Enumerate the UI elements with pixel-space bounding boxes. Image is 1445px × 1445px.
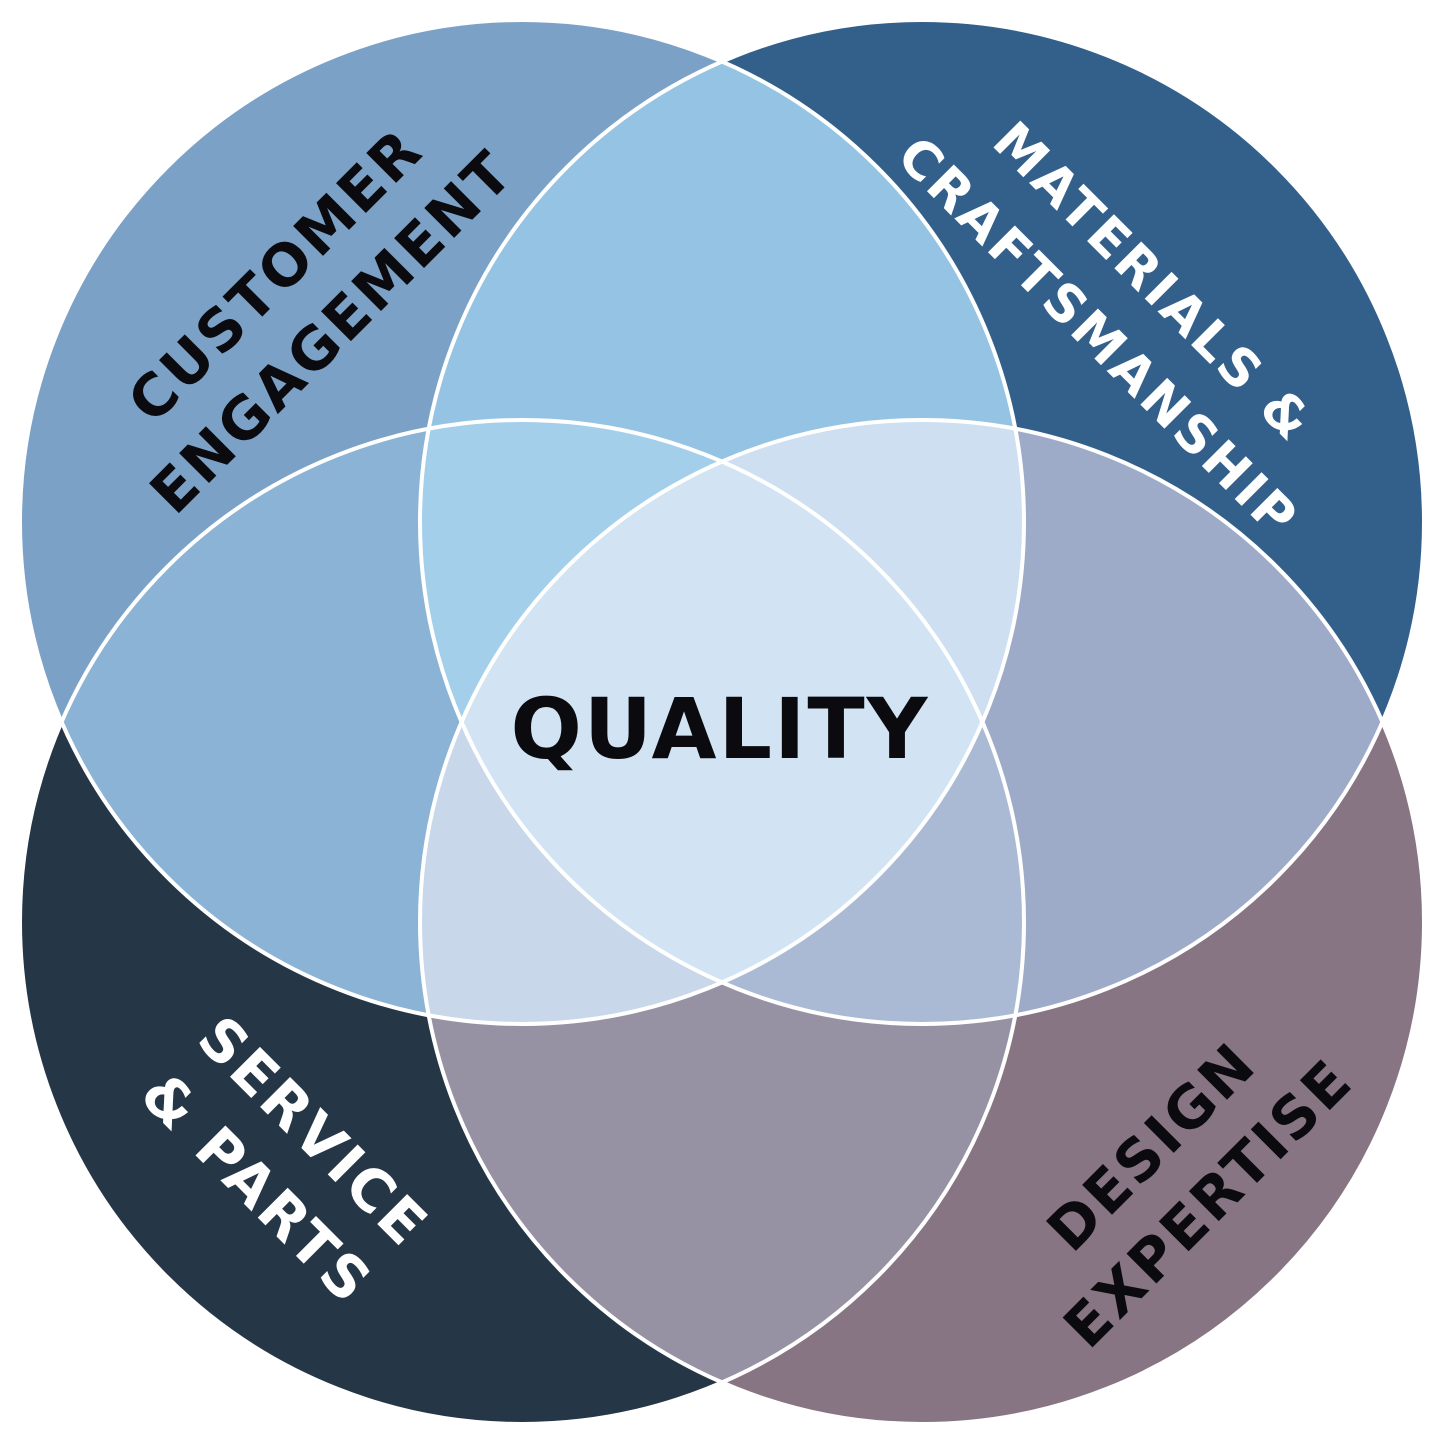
outline-customer <box>18 18 1026 1026</box>
outline-materials <box>418 18 1426 1026</box>
outline-service <box>18 418 1026 1426</box>
center-label-quality: QUALITY <box>511 680 930 778</box>
outline-design <box>418 418 1426 1426</box>
